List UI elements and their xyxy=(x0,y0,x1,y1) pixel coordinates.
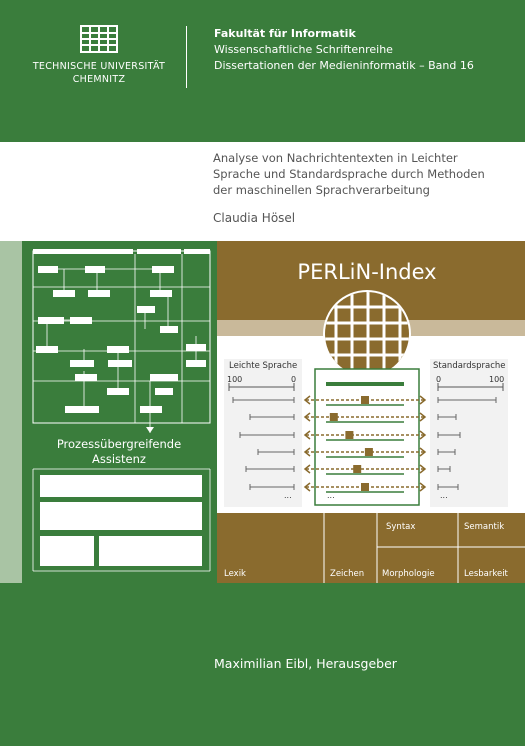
series-info: Fakultät für Informatik Wissenschaftlich… xyxy=(214,26,474,74)
category-syntax: Syntax xyxy=(386,522,415,532)
arrow-left-icon xyxy=(303,395,311,405)
volume-name: Dissertationen der Medieninformatik – Ba… xyxy=(214,59,474,72)
document-heading-bar xyxy=(326,382,404,386)
perlin-index-title: PERLiN-Index xyxy=(297,260,436,284)
category-lexik: Lexik xyxy=(224,569,246,579)
book-title-line3: der maschinellen Sprachverarbeitung xyxy=(213,183,430,197)
left-scale-max: 0 xyxy=(291,375,296,384)
left-strip xyxy=(0,241,22,583)
category-area xyxy=(217,513,525,583)
assistance-label-line1: Prozessübergreifende xyxy=(57,437,181,451)
category-zeichen: Zeichen xyxy=(330,569,364,579)
left-scale-box xyxy=(224,359,302,507)
arrow-left-icon xyxy=(303,430,311,440)
book-title-line1: Analyse von Nachrichtentexten in Leichte… xyxy=(213,151,458,165)
book-author: Claudia Hösel xyxy=(213,211,296,225)
book-title-line2: Sprache und Standardsprache durch Method… xyxy=(213,167,485,181)
slider-marker xyxy=(353,465,362,473)
slider-marker xyxy=(345,431,354,439)
header-divider xyxy=(186,26,187,88)
assistance-boxes xyxy=(40,475,202,566)
flowchart-header xyxy=(33,249,210,254)
category-dividers xyxy=(323,513,525,583)
arrow-right-icon xyxy=(419,430,427,440)
category-semantik: Semantik xyxy=(464,522,504,532)
category-morphologie: Morphologie xyxy=(382,569,435,579)
left-scale-min: 100 xyxy=(227,375,242,384)
arrow-right-icon xyxy=(419,447,427,457)
right-scale-box xyxy=(430,359,508,507)
arrow-left-icon xyxy=(303,447,311,457)
book-editor: Maximilian Eibl, Herausgeber xyxy=(214,656,397,671)
right-scale-min: 0 xyxy=(436,375,441,384)
slider-marker xyxy=(329,413,338,421)
university-building-icon xyxy=(80,25,118,53)
arrow-left-icon xyxy=(303,464,311,474)
right-scale-axis xyxy=(437,383,504,391)
left-scale-axis xyxy=(228,383,295,391)
center-document xyxy=(314,368,420,506)
footer-band xyxy=(0,583,525,746)
flowchart-arrow-icon xyxy=(146,427,154,433)
series-name: Wissenschaftliche Schriftenreihe xyxy=(214,43,393,56)
process-panel xyxy=(22,241,217,583)
arrow-right-icon xyxy=(419,482,427,492)
assistance-frame xyxy=(32,468,211,572)
arrow-right-icon xyxy=(419,464,427,474)
perlin-grid-icon xyxy=(323,290,411,378)
left-scale-ellipsis: ... xyxy=(284,491,292,500)
university-name-line2: CHEMNITZ xyxy=(72,74,126,85)
cover-illustration: Prozessübergreifende Assistenz PERLiN-In… xyxy=(0,241,525,583)
slider-marker xyxy=(361,396,369,404)
university-logo: TECHNISCHE UNIVERSITÄT CHEMNITZ xyxy=(24,22,174,86)
book-title: Analyse von Nachrichtentexten in Leichte… xyxy=(213,150,513,198)
right-scale-ellipsis: ... xyxy=(440,491,448,500)
slider-marker xyxy=(361,483,369,491)
right-scale-max: 100 xyxy=(489,375,504,384)
slider-marker xyxy=(364,448,373,456)
flowchart-boxes xyxy=(36,266,206,413)
arrow-left-icon xyxy=(303,412,311,422)
faculty-name: Fakultät für Informatik xyxy=(214,27,356,40)
document-ellipsis: ... xyxy=(327,491,335,500)
right-scale-title: Standardsprache xyxy=(433,361,506,371)
left-scale-title: Leichte Sprache xyxy=(229,361,297,371)
title-band xyxy=(0,142,525,240)
arrow-left-icon xyxy=(303,482,311,492)
header-band xyxy=(0,0,525,142)
category-lesbarkeit: Lesbarkeit xyxy=(464,569,509,579)
university-name-line1: TECHNISCHE UNIVERSITÄT xyxy=(32,61,166,72)
arrow-right-icon xyxy=(419,412,427,422)
arrow-right-icon xyxy=(419,395,427,405)
assistance-label-line2: Assistenz xyxy=(92,452,146,466)
